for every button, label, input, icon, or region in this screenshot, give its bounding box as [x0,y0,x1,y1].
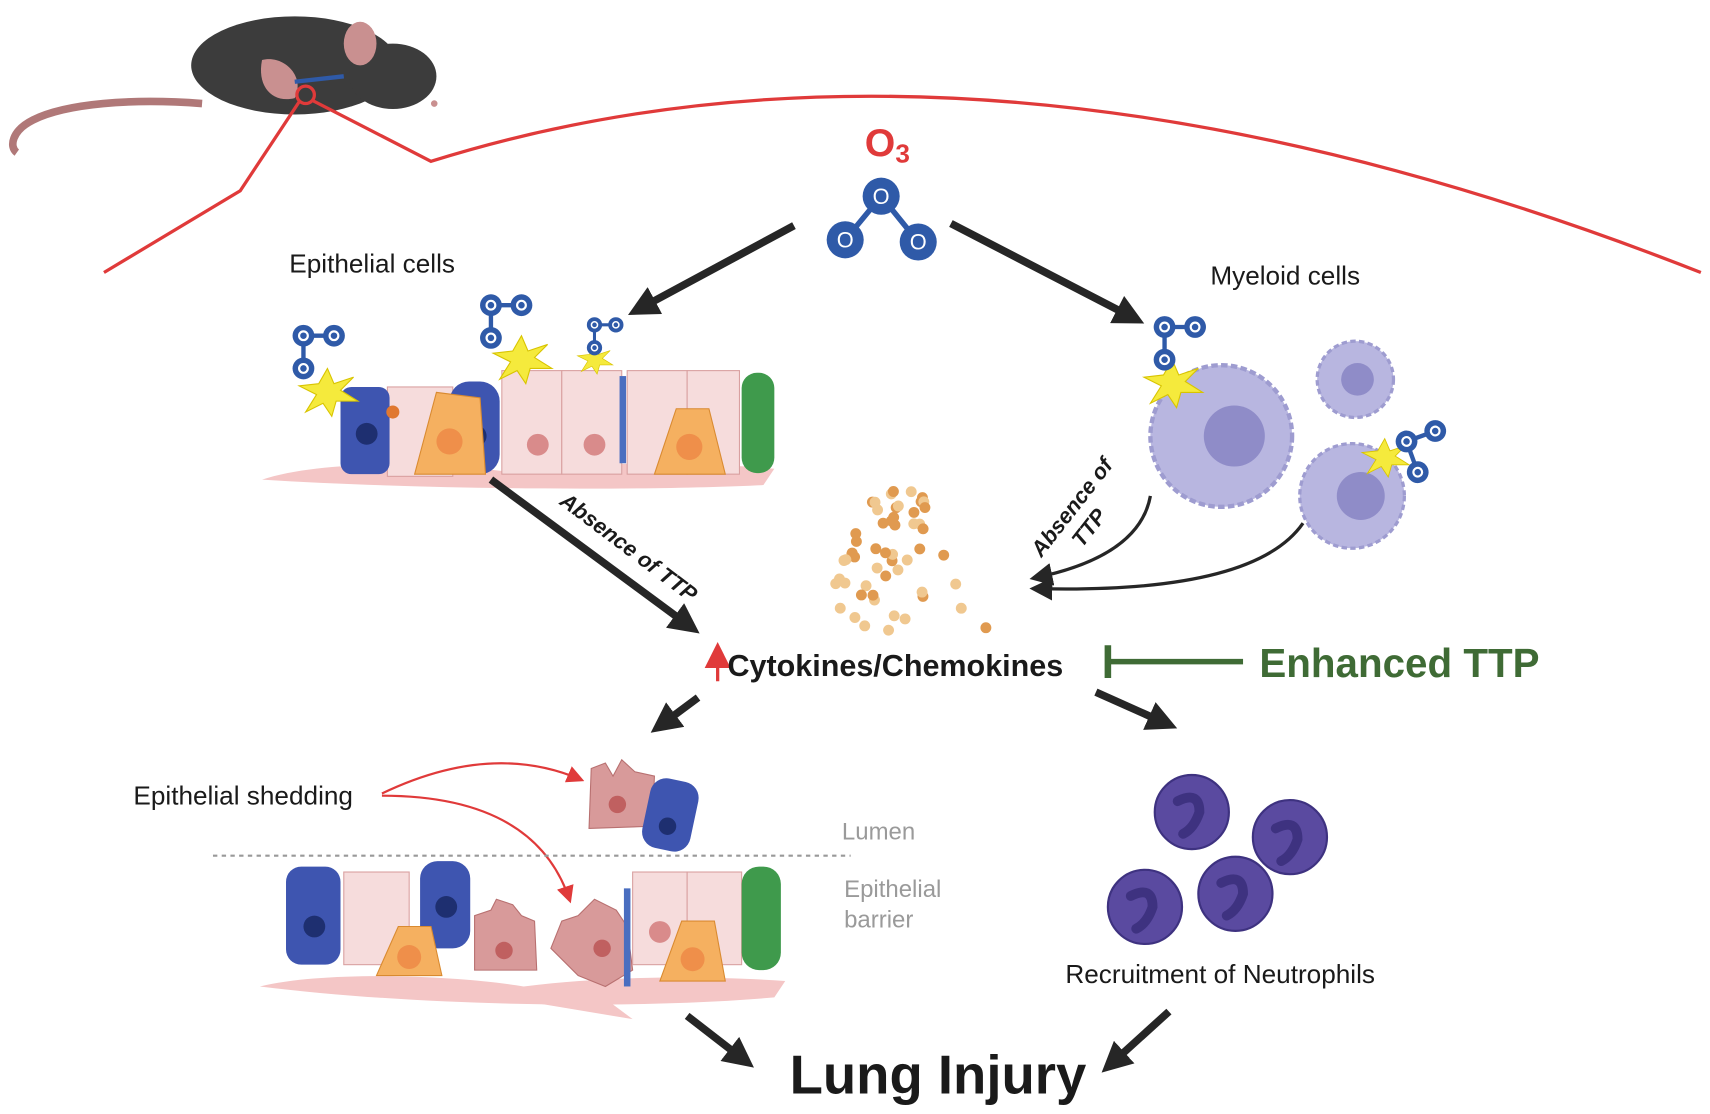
cytokine-dot [883,624,895,636]
cytokines-label: Cytokines/Chemokines [727,649,1063,683]
epithelial-cells-label: Epithelial cells [289,249,455,279]
epithelial-layer [262,294,775,489]
epithelial-shedding-label: Epithelial shedding [133,780,353,810]
cytokine-dot [849,612,861,623]
cytokine-dot [908,506,920,518]
damaged-epithelial-layer [259,861,786,1020]
mouse-illustration [9,16,438,156]
ozone-label: O3 [865,121,910,169]
ozone-molecule: O O O [826,177,937,261]
absence-ttp-myeloid-label: Absence of TTP [1025,451,1119,562]
myeloid-cells [1143,316,1461,550]
cytokine-dot [855,589,867,601]
arrow-epithelial-to-cytokines [488,476,700,634]
cytokine-dot [877,517,889,529]
cytokine-dot [867,589,879,601]
cytokine-dot [850,535,862,547]
arrow-shedding-to-injury [684,1012,754,1068]
cytokine-dot [905,486,917,498]
myeloid-cells-label: Myeloid cells [1210,260,1360,290]
svg-text:O: O [873,184,890,209]
arrow-to-myeloid [949,220,1145,324]
cytokine-dot [938,549,950,561]
cytokine-dot [914,543,926,555]
cytokine-dot [917,523,929,535]
cytokine-dot [887,486,899,497]
cytokine-dot [885,515,897,527]
cytokine-dot [892,564,904,576]
lung-outline [103,94,1702,275]
cytokine-dot [950,578,962,590]
arrow-neutrophils-to-injury [1101,1008,1172,1073]
neutrophils [1106,773,1329,946]
recruitment-label: Recruitment of Neutrophils [1065,959,1375,989]
cytokine-dot [850,528,862,540]
cytokine-dot [901,554,913,566]
enhanced-ttp-label: Enhanced TTP [1259,640,1539,686]
cytokine-particles [830,486,992,636]
cytokine-dot [860,580,872,592]
arrow-myeloid-to-cytokines-2 [1029,522,1305,601]
cytokine-dot [892,500,904,512]
cytokine-dot [834,602,846,614]
cytokine-dot [880,547,891,559]
shedding-arrow-1 [381,762,585,795]
cytokine-dot [880,570,892,582]
cytokine-dot [849,551,861,563]
cytokine-dot [888,610,900,622]
cytokine-dot [916,586,928,598]
arrow-to-epithelial [628,222,796,315]
shedding-arrow-2 [381,794,574,904]
inhibition-line [1104,645,1244,678]
lumen-label: Lumen [842,818,915,845]
cytokine-dot [919,502,931,514]
cytokine-dot [859,620,871,632]
arrow-myeloid-to-cytokines-1 [1029,495,1153,586]
svg-text:O: O [837,227,854,252]
svg-text:O: O [910,230,927,255]
cytokine-dot [871,562,883,574]
cytokine-dot [869,496,881,508]
svg-text:Absence of: Absence of [1025,451,1119,562]
cytokine-dot [870,543,882,555]
cytokine-dot [955,602,967,614]
shed-cells [588,758,699,852]
cytokine-dot [840,554,852,566]
cytokine-dot [980,622,992,634]
cytokine-dot [899,613,911,625]
arrow-to-neutrophils [1094,688,1178,730]
arrow-to-shedding [650,694,701,733]
cytokine-dot [834,573,845,585]
lung-injury-label: Lung Injury [790,1044,1087,1105]
